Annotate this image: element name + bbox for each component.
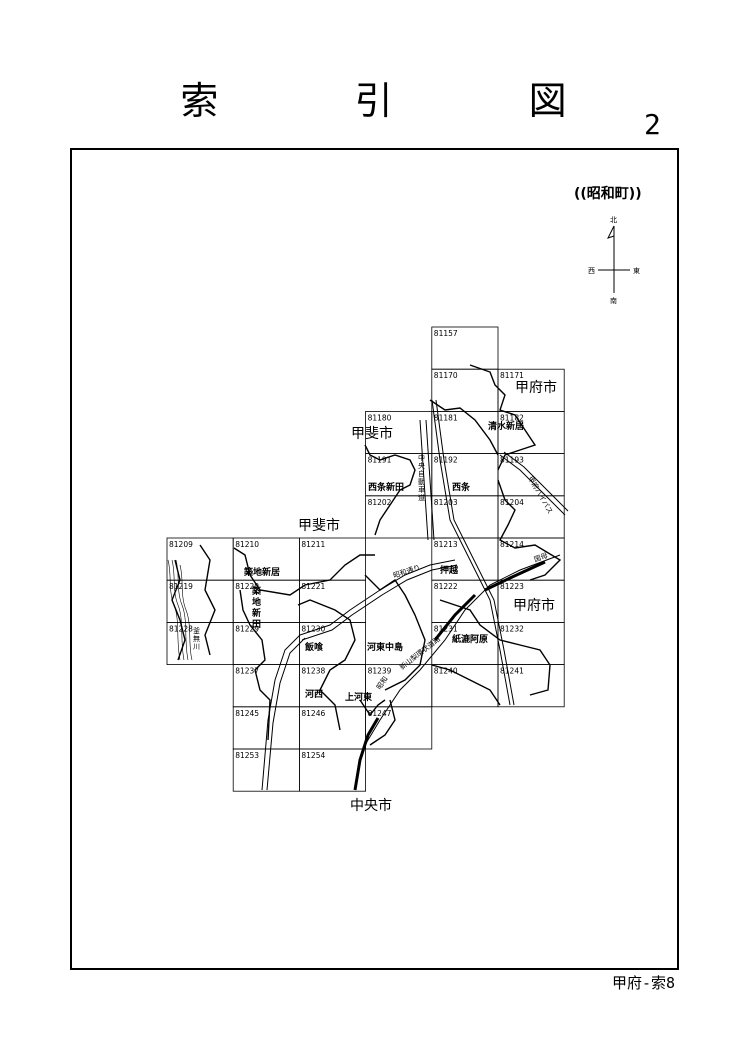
page-number: 2 bbox=[644, 108, 661, 141]
district-iinoe: 飯喰 bbox=[304, 641, 323, 653]
grid-cell-label: 81221 bbox=[301, 582, 325, 591]
grid-cell-label: 81209 bbox=[169, 540, 193, 549]
grid-cell-label: 81204 bbox=[500, 498, 524, 507]
district-kasai: 河西 bbox=[305, 688, 323, 700]
page-title: 索 引 図 bbox=[180, 79, 629, 123]
district-oshikoshi: 押越 bbox=[440, 564, 459, 576]
grid-cell-label: 81182 bbox=[500, 413, 524, 422]
grid-cell-label: 81237 bbox=[235, 667, 259, 676]
grid-cell-label: 81232 bbox=[500, 624, 524, 633]
city-label-kai-west: 甲斐市 bbox=[298, 517, 340, 534]
grid-cell-label: 81211 bbox=[301, 540, 325, 549]
grid-cell-label: 81170 bbox=[434, 371, 458, 380]
grid-cell-label: 81180 bbox=[368, 413, 392, 422]
svg-text:釜無川: 釜無川 bbox=[193, 626, 200, 651]
city-label-kofu-north: 甲府市 bbox=[515, 379, 557, 396]
grid-cell-label: 81171 bbox=[500, 371, 524, 380]
town-label: ((昭和町)) bbox=[574, 186, 642, 202]
grid-cell-label: 81246 bbox=[301, 709, 325, 718]
grid-cell-label: 81223 bbox=[500, 582, 524, 591]
road-label-showa-dori: 昭和通り bbox=[392, 563, 421, 580]
grid-cell-label: 81228 bbox=[169, 624, 193, 633]
grid-cell-label: 81254 bbox=[301, 751, 325, 760]
district-chikuchi-shinden-vertical: 築地新田 bbox=[251, 585, 262, 630]
grid-cell-label: 81220 bbox=[235, 582, 259, 591]
grid-cell-label: 81231 bbox=[434, 624, 458, 633]
road-label-chuo-expressway: 中央自動車道 bbox=[418, 453, 425, 502]
river-area bbox=[167, 559, 193, 661]
compass-rose: 北 南 西 東 bbox=[588, 216, 640, 305]
district-kato-nakajima: 河東中島 bbox=[367, 641, 403, 653]
grid-cell-label: 81181 bbox=[434, 413, 458, 422]
footer-label: 甲府-索8 bbox=[612, 974, 676, 992]
grid-cell-label: 81253 bbox=[235, 751, 259, 760]
city-label-kofu-east: 甲府市 bbox=[513, 597, 555, 614]
district-shimizu-shinkyo: 清水新居 bbox=[488, 420, 524, 432]
grid-cell-label: 81241 bbox=[500, 667, 524, 676]
district-kamitoinohara: 紙漉阿原 bbox=[452, 633, 488, 645]
road-label-river: 釜無川 bbox=[193, 626, 200, 651]
compass-north: 北 bbox=[610, 216, 617, 224]
grid-cell-label: 81229 bbox=[235, 624, 259, 633]
grid-cell-81241[interactable] bbox=[497, 664, 565, 708]
grid-cell-label: 81193 bbox=[500, 456, 524, 465]
district-kamikato: 上河東 bbox=[345, 691, 372, 703]
grid-cell-label: 81230 bbox=[301, 624, 325, 633]
grid-cell-label: 81157 bbox=[434, 329, 458, 338]
grid-cell-label: 81203 bbox=[434, 498, 458, 507]
grid-cell-label: 81213 bbox=[434, 540, 458, 549]
grid-cell-label: 81192 bbox=[434, 456, 458, 465]
district-chikuchi-shinkyo: 築地新居 bbox=[243, 566, 280, 578]
district-saijo: 西条 bbox=[452, 481, 471, 493]
grid-cell-label: 81210 bbox=[235, 540, 259, 549]
grid-cell-label: 81238 bbox=[301, 667, 325, 676]
compass-west: 西 bbox=[588, 267, 595, 275]
svg-text:築地新田: 築地新田 bbox=[251, 585, 262, 630]
city-label-chuo: 中央市 bbox=[350, 797, 392, 814]
svg-text:中央自動車道: 中央自動車道 bbox=[418, 453, 425, 502]
road-lines bbox=[261, 399, 569, 791]
grid-cell-label: 81214 bbox=[500, 540, 524, 549]
district-saijo-shinden: 西条新田 bbox=[368, 481, 404, 493]
grid-cell-label: 81222 bbox=[434, 582, 458, 591]
grid-cell-81254[interactable] bbox=[298, 748, 366, 792]
grid-cell-81247[interactable] bbox=[365, 706, 433, 750]
grid-cell-label: 81202 bbox=[368, 498, 392, 507]
grid-cell-label: 81240 bbox=[434, 667, 458, 676]
city-label-kai-north: 甲斐市 bbox=[351, 425, 393, 442]
railway-lines bbox=[353, 560, 546, 791]
grid-cell-label: 81245 bbox=[235, 709, 259, 718]
grid-cell-label: 81247 bbox=[368, 709, 392, 718]
boundary-lines bbox=[171, 364, 562, 746]
grid-cell-label: 81239 bbox=[368, 667, 392, 676]
road-label-kofu-bypass: 甲府バイパス bbox=[526, 475, 555, 516]
grid-cell-label: 81219 bbox=[169, 582, 193, 591]
map-frame bbox=[70, 148, 679, 970]
compass-south: 南 bbox=[610, 296, 617, 305]
compass-east: 東 bbox=[633, 266, 640, 275]
